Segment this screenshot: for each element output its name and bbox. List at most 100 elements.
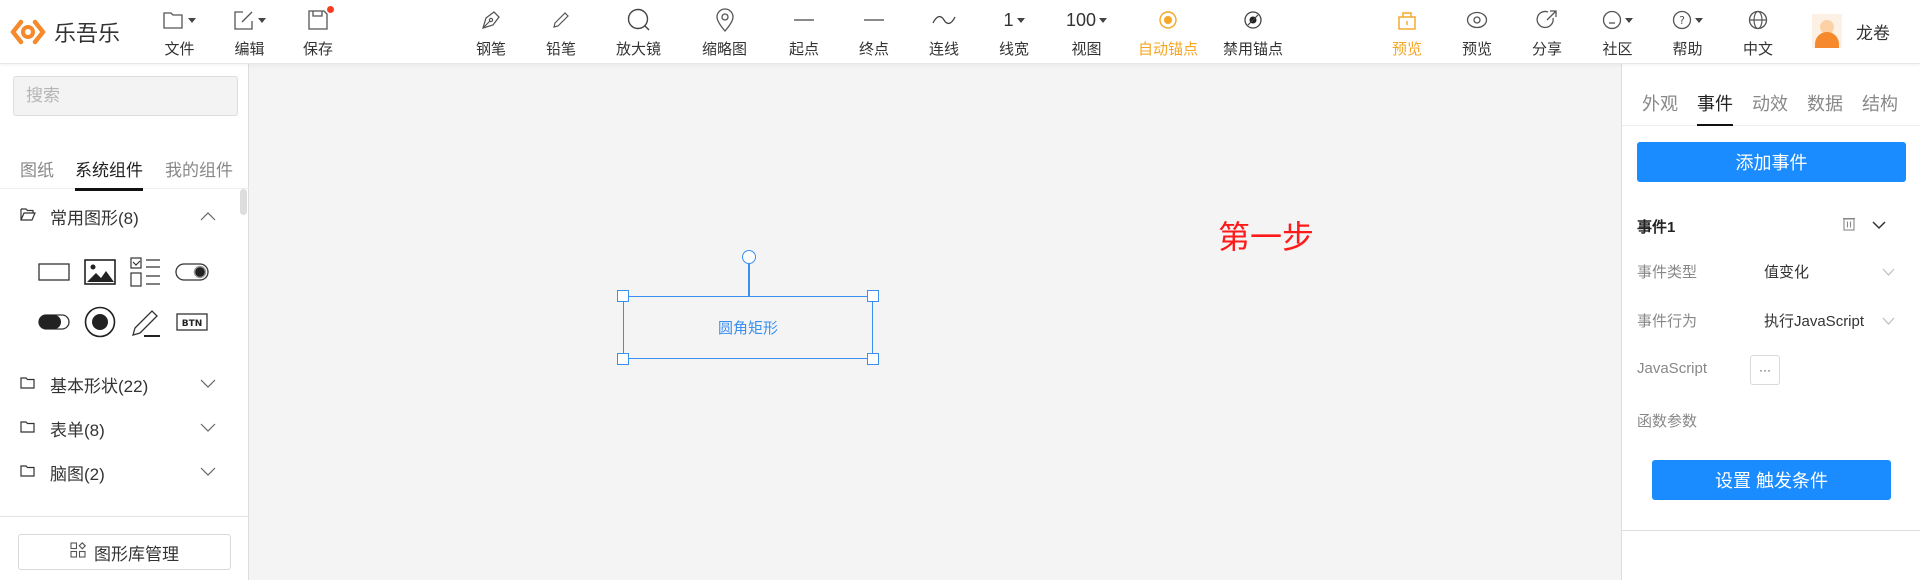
line-width-dropdown[interactable]: 1 线宽 [999,8,1029,59]
checklist-icon[interactable] [128,254,164,290]
app-logo[interactable]: 乐吾乐 [10,14,120,50]
file-label: 文件 [164,41,195,58]
language-button[interactable]: 中文 [1743,8,1773,59]
chevron-down-icon[interactable] [1882,264,1895,282]
group-basic-shapes[interactable]: 基本形状(22) [0,368,240,398]
resize-handle-bottom-left[interactable] [617,353,629,365]
globe-icon [1748,8,1768,32]
tab-data[interactable]: 数据 [1807,94,1843,114]
group-mind-map[interactable]: 脑图(2) [0,456,240,486]
help-label: 帮助 [1672,41,1703,58]
lock-icon [1397,8,1417,32]
drawing-canvas[interactable]: 第一步 圆角矩形 [250,64,1621,580]
tab-drawings[interactable]: 图纸 [20,161,54,180]
shape-library-manage-label: 图形库管理 [94,544,179,564]
app-name: 乐吾乐 [54,21,121,46]
image-icon[interactable] [82,254,118,290]
resize-handle-top-left[interactable] [617,290,629,302]
edit-javascript-button[interactable]: ··· [1750,355,1780,385]
user-name: 龙卷 [1856,23,1890,43]
disable-anchor-toggle[interactable]: 禁用锚点 [1223,8,1283,59]
group-common-shapes[interactable]: 常用图形(8) [0,200,240,230]
help-menu-button[interactable]: ? 帮助 [1672,8,1703,59]
chevron-down-icon[interactable] [1882,313,1895,331]
panel-scrollbar[interactable] [240,189,247,215]
tab-appearance[interactable]: 外观 [1642,94,1678,114]
anchor-auto-icon [1158,8,1178,32]
pen-nib-icon [480,8,502,32]
line-start-tool[interactable]: 起点 [789,8,819,59]
radio-icon[interactable] [82,304,118,340]
view-label: 视图 [1071,41,1102,58]
switch-off-icon[interactable] [36,304,72,340]
view-zoom-value: 100 [1066,9,1097,30]
auto-anchor-toggle[interactable]: 自动锚点 [1138,8,1198,59]
pencil-tool[interactable]: 铅笔 [546,8,576,59]
switch-on-icon[interactable] [174,254,210,290]
folder-icon [163,8,196,32]
component-tabs: 图纸 系统组件 我的组件 [0,148,249,191]
line-width-value: 1 [1003,9,1014,30]
anchor-disabled-icon [1243,8,1263,32]
help-icon: ? [1672,8,1703,32]
group-forms[interactable]: 表单(8) [0,412,240,442]
magnifier-tool[interactable]: 放大镜 [616,8,661,59]
community-icon [1602,8,1633,32]
share-button[interactable]: 分享 [1532,8,1562,59]
avatar [1812,14,1842,48]
folder-icon [20,420,35,438]
caret-down-icon [1099,17,1108,23]
pencil-label: 铅笔 [546,41,577,58]
canvas-annotation-text[interactable]: 第一步 [1218,219,1315,255]
eye-icon [1466,8,1488,32]
preview-button[interactable]: 预览 [1462,8,1492,59]
set-trigger-condition-button[interactable]: 设置 触发条件 [1652,460,1891,500]
tab-system-components[interactable]: 系统组件 [75,156,143,191]
rectangle-icon[interactable] [36,254,72,290]
event-type-label: 事件类型 [1637,264,1698,281]
folder-icon [20,464,35,482]
caret-down-icon [188,17,196,23]
pen-tool[interactable]: 钢笔 [476,8,506,59]
community-menu-button[interactable]: 社区 [1602,8,1633,59]
resize-handle-bottom-right[interactable] [867,353,879,365]
chevron-down-icon[interactable] [1872,217,1886,235]
pen-line-icon[interactable] [128,304,164,340]
tab-animation[interactable]: 动效 [1752,94,1788,114]
chevron-up-icon [200,208,216,226]
resize-handle-top-right[interactable] [867,290,879,302]
group-label: 基本形状(22) [50,377,149,396]
rounded-rectangle-node[interactable]: 圆角矩形 [617,250,879,365]
lock-preview-button[interactable]: 预览 [1392,8,1422,59]
line-end-tool[interactable]: 终点 [859,8,889,59]
minimap-label: 缩略图 [702,41,748,58]
line-type-tool[interactable]: 连线 [929,8,959,59]
event-type-select[interactable]: 值变化 [1764,264,1810,281]
file-menu-button[interactable]: 文件 [163,8,196,59]
node-label: 圆角矩形 [717,320,778,337]
trash-icon[interactable] [1843,217,1855,236]
folder-open-icon [20,208,36,226]
button-icon[interactable]: BTN [174,304,210,340]
save-button[interactable]: 保存 [303,6,334,59]
tab-events[interactable]: 事件 [1697,90,1733,126]
edit-icon [233,8,266,32]
chevron-down-icon [200,464,216,482]
group-label: 脑图(2) [50,465,105,484]
event-action-select[interactable]: 执行JavaScript [1764,313,1865,330]
minimap-tool[interactable]: 缩略图 [702,8,747,59]
add-event-button[interactable]: 添加事件 [1637,142,1906,182]
share-label: 分享 [1532,41,1563,58]
tab-my-components[interactable]: 我的组件 [165,161,233,180]
svg-text:BTN: BTN [182,319,203,329]
pen-label: 钢笔 [476,41,507,58]
user-menu[interactable]: 龙卷 [1812,14,1890,48]
caret-down-icon [1695,17,1703,23]
shape-library-manage-button[interactable]: 图形库管理 [18,534,231,570]
view-zoom-dropdown[interactable]: 100 视图 [1066,8,1108,59]
edit-menu-button[interactable]: 编辑 [233,8,266,59]
search-input[interactable] [13,76,238,116]
line-start-icon [793,8,815,32]
rotate-handle[interactable] [742,250,756,264]
tab-structure[interactable]: 结构 [1862,94,1898,114]
